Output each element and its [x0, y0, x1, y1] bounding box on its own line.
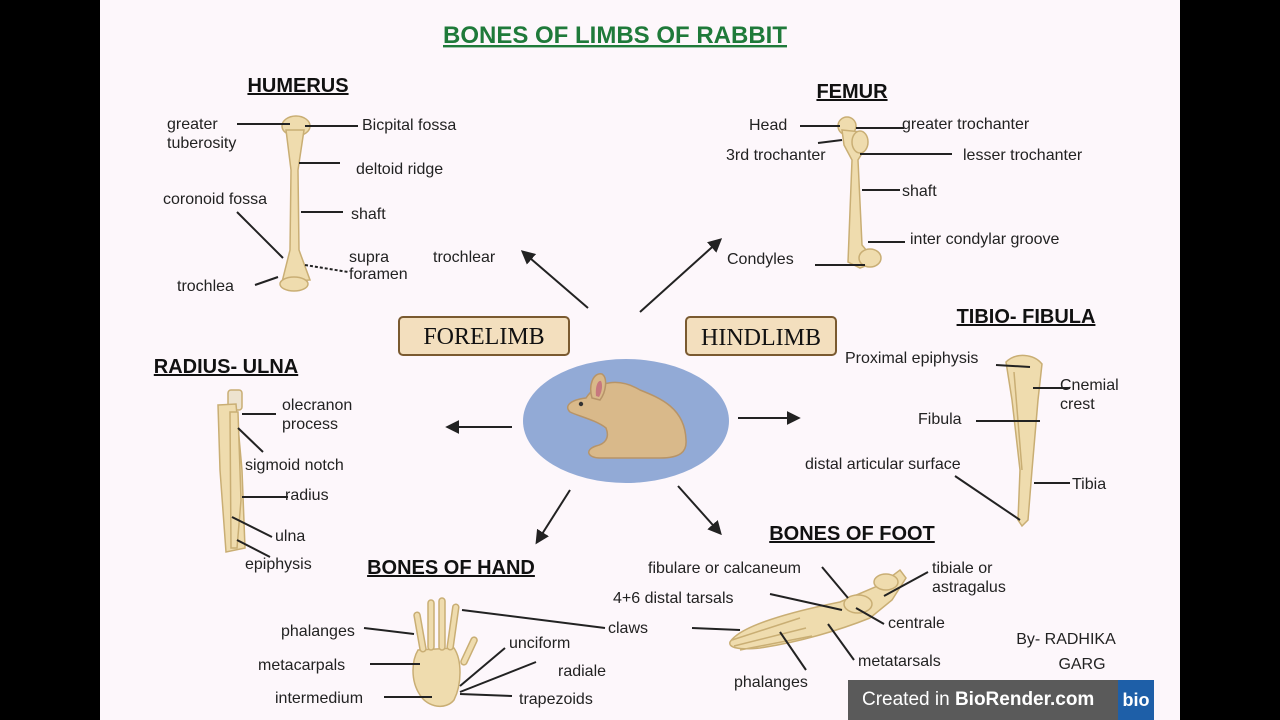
humerus-greater-tuberosity-line2: tuberosity	[167, 135, 236, 152]
hand-trapezoids: trapezoids	[519, 691, 593, 708]
foot-tibiale-line1: tibiale or	[932, 560, 993, 577]
foot-tibiale-line2: astragalus	[932, 579, 1006, 596]
hand-heading: BONES OF HAND	[367, 557, 535, 579]
humerus-supra-foramen-line2: foramen	[349, 266, 408, 283]
radius-ulna-heading: RADIUS- ULNA	[154, 356, 298, 378]
radius-ulna-epiphysis: epiphysis	[245, 556, 312, 573]
radius-ulna-olecranon-line1: olecranon	[282, 397, 352, 414]
humerus-trochlear: trochlear	[433, 249, 496, 266]
radius-ulna-bone-illustration	[217, 389, 246, 553]
tibio-fibula-bone-illustration	[1005, 354, 1043, 528]
foot-fibulare: fibulare or calcaneum	[648, 560, 801, 577]
humerus-heading: HUMERUS	[247, 75, 348, 97]
slide-canvas: BONES OF LIMBS OF RABBIT HUMERUS greater…	[100, 0, 1180, 720]
tibio-fibula-tibia: Tibia	[1072, 476, 1106, 493]
author-line1: By- RADHIKA	[1016, 631, 1116, 648]
humerus-supra-foramen-line1: supra	[349, 249, 389, 266]
arrows	[445, 238, 801, 545]
femur-third-trochanter: 3rd trochanter	[726, 147, 826, 164]
hand-radiale: radiale	[558, 663, 606, 680]
humerus-bone-illustration	[279, 115, 312, 292]
tibio-fibula-heading: TIBIO- FIBULA	[957, 306, 1096, 328]
femur-greater-trochanter: greater trochanter	[902, 116, 1030, 133]
femur-shaft: shaft	[902, 183, 937, 200]
hand-claws: claws	[608, 620, 648, 637]
radius-ulna-radius: radius	[285, 487, 329, 504]
limbs-diagram: BONES OF LIMBS OF RABBIT HUMERUS greater…	[154, 22, 1119, 708]
humerus-greater-tuberosity-line1: greater	[167, 116, 218, 133]
tibio-fibula-cnemial-crest-line2: crest	[1060, 396, 1095, 413]
biorender-logo-icon: bio	[1118, 680, 1154, 720]
femur-inter-condylar-groove: inter condylar groove	[910, 231, 1060, 248]
page-title: BONES OF LIMBS OF RABBIT	[443, 22, 787, 49]
foot-bone-illustration	[729, 568, 907, 651]
hand-metacarpals: metacarpals	[258, 657, 345, 674]
humerus-coronoid-fossa: coronoid fossa	[163, 191, 267, 208]
tibio-fibula-distal-articular-surface: distal articular surface	[805, 456, 961, 473]
hand-phalanges: phalanges	[281, 623, 355, 640]
humerus-deltoid-ridge: deltoid ridge	[356, 161, 443, 178]
humerus-trochlea: trochlea	[177, 278, 234, 295]
foot-metatarsals: metatarsals	[858, 653, 941, 670]
forelimb-label: FORELIMB	[423, 324, 544, 350]
femur-heading: FEMUR	[816, 81, 888, 103]
tibio-fibula-fibula: Fibula	[918, 411, 962, 428]
foot-centrale: centrale	[888, 615, 945, 632]
femur-lesser-trochanter: lesser trochanter	[963, 147, 1083, 164]
rabbit-illustration	[566, 373, 687, 459]
foot-distal-tarsals: 4+6 distal tarsals	[613, 590, 734, 607]
radius-ulna-olecranon-line2: process	[282, 416, 338, 433]
biorender-watermark: Created in BioRender.com bio	[848, 680, 1154, 720]
author-line2: GARG	[1058, 656, 1105, 673]
radius-ulna-sigmoid-notch: sigmoid notch	[245, 457, 344, 474]
hindlimb-box: HINDLIMB	[685, 316, 837, 356]
femur-bone-illustration	[837, 116, 882, 269]
hand-unciform: unciform	[509, 635, 570, 652]
watermark-prefix: Created in	[862, 689, 950, 710]
femur-head: Head	[749, 117, 787, 134]
tibio-fibula-cnemial-crest-line1: Cnemial	[1060, 377, 1119, 394]
hindlimb-label: HINDLIMB	[701, 325, 821, 351]
humerus-shaft: shaft	[351, 206, 386, 223]
femur-condyles: Condyles	[727, 251, 794, 268]
foot-phalanges: phalanges	[734, 674, 808, 691]
hand-intermedium: intermedium	[275, 690, 363, 707]
foot-heading: BONES OF FOOT	[769, 523, 935, 545]
radius-ulna-ulna: ulna	[275, 528, 305, 545]
forelimb-box: FORELIMB	[398, 316, 570, 356]
tibio-fibula-proximal-epiphysis: Proximal epiphysis	[845, 350, 978, 367]
watermark-brand: BioRender.com	[954, 689, 1095, 710]
hand-bone-illustration	[412, 597, 478, 707]
humerus-bicipital-fossa: Bicpital fossa	[362, 117, 456, 134]
